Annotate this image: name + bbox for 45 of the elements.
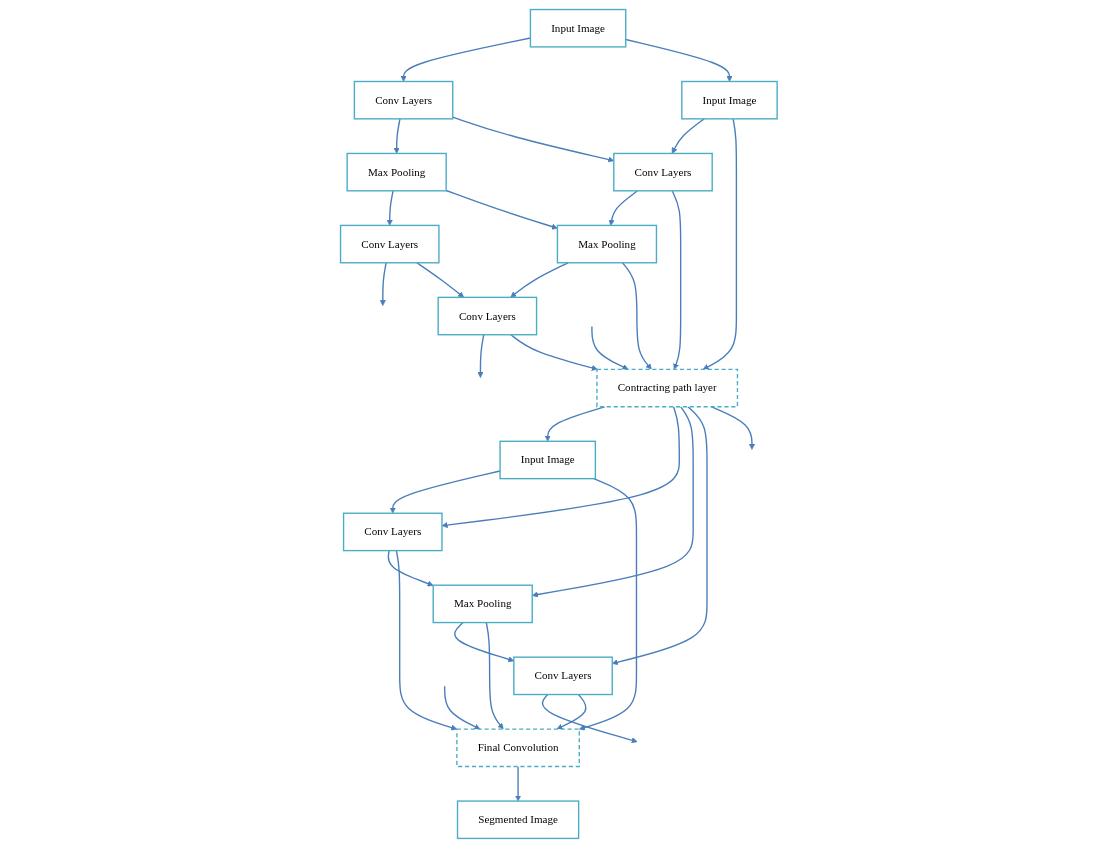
node-box: Final Convolution [455,728,580,768]
arrow [441,406,680,529]
node-box: Max Pooling [432,584,533,624]
node-box: Input Image [499,440,596,480]
arrow [514,765,521,802]
arrow [608,190,638,226]
node-box: Conv Layers [437,296,537,336]
node-box: Input Image [529,8,627,48]
node-box: Segmented Image [456,800,579,840]
node-box: Max Pooling [346,152,447,192]
arrow [702,118,737,370]
arrow [395,549,457,731]
arrow [544,406,606,442]
node-box: Input Image [680,80,778,120]
arrow [556,693,587,730]
arrow [531,406,694,598]
arrow [590,325,629,370]
node-box: Max Pooling [556,224,657,264]
arrow [453,621,514,663]
arrow [477,334,485,378]
node-box: Contracting path layer [595,368,738,408]
node-box: Conv Layers [339,224,440,264]
arrow [710,406,755,450]
arrow [451,116,614,163]
arrow [400,37,531,82]
arrow [443,685,480,730]
arrow [611,406,708,666]
node-box: Conv Layers [612,152,713,192]
arrow [387,549,434,587]
arrow [671,118,705,154]
arrow [393,118,401,154]
node-box: Conv Layers [342,512,443,552]
arrow [445,189,558,230]
arrow [541,693,638,744]
arrow [510,262,569,298]
arrow [415,262,464,298]
arrow [621,262,652,370]
node-box: Conv Layers [512,656,613,696]
arrow [578,477,637,731]
node-box: Conv Layers [353,80,454,120]
arrow [485,621,504,730]
arrow [386,190,394,226]
arrow [671,190,681,370]
arrow [379,262,387,306]
arrow [509,334,598,371]
